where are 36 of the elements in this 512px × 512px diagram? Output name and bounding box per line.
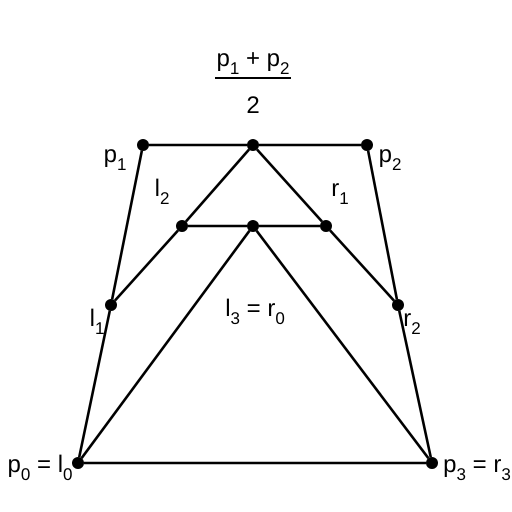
point-label: r$_{1}$ <box>331 177 349 207</box>
point-label: l$_{1}$ <box>90 307 104 337</box>
point-label: 2 <box>246 94 260 118</box>
point-dot <box>247 139 259 151</box>
point-dot <box>105 299 117 311</box>
line-segment <box>366 150 398 300</box>
line-segment <box>188 224 247 228</box>
point-dot <box>361 139 373 151</box>
line-segment <box>114 230 179 302</box>
point-label: l$_{3}$ = r$_{0}$ <box>225 297 285 327</box>
point-label: r$_{2}$ <box>403 307 421 337</box>
point-dot <box>176 220 188 232</box>
line-segment <box>259 144 361 146</box>
point-label: p$_{1}$ <box>104 143 126 173</box>
line-segment <box>84 462 426 464</box>
point-dot <box>320 220 332 232</box>
line-segment <box>398 310 432 458</box>
line-segment <box>184 148 250 222</box>
point-dot <box>247 220 259 232</box>
point-dot <box>137 139 149 151</box>
point-label: p$_{2}$ <box>378 143 402 173</box>
line-segment <box>256 230 430 459</box>
line-segment <box>80 230 250 459</box>
point-label: p$_{3}$ = r$_{3}$ <box>443 453 511 483</box>
point-label: p$_{0}$ = l$_{0}$ <box>8 453 72 483</box>
point-label: p$_{1}$ + p$_{2}$ <box>216 47 290 77</box>
point-dot <box>72 457 84 469</box>
line-segment <box>149 144 247 146</box>
line-segment <box>329 230 395 302</box>
line-segment <box>78 310 112 458</box>
point-dot <box>392 299 404 311</box>
point-dot <box>426 457 438 469</box>
line-segment <box>259 224 320 228</box>
point-label: l$_{2}$ <box>154 177 170 207</box>
line-segment <box>110 150 144 300</box>
line-segment <box>256 148 323 222</box>
